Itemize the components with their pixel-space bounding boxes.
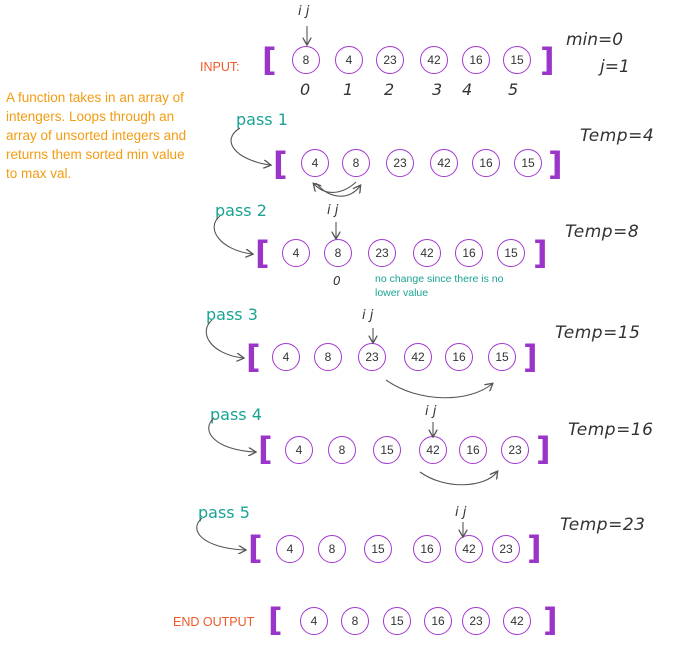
- pass-4-cell: 42: [419, 436, 447, 464]
- pass-2-cell: 4: [282, 239, 310, 267]
- pass-2-cell: 42: [413, 239, 441, 267]
- pass-4-cell: 8: [328, 436, 356, 464]
- pass-5-cell: 4: [276, 535, 304, 563]
- pass-3-cell: 16: [445, 343, 473, 371]
- pass-3-cell: 4: [272, 343, 300, 371]
- pass-1-cell: 15: [514, 149, 542, 177]
- pass-5-close-bracket: ]: [527, 529, 542, 567]
- min-note: min=0: [566, 30, 624, 50]
- pass-3-label: pass 3: [206, 305, 258, 324]
- pass-4-swap-arrow: [419, 472, 497, 486]
- pass-2-close-bracket: ]: [533, 234, 548, 272]
- pass-2-pointer-label: i j: [327, 203, 339, 218]
- pass-1-temp: Temp=4: [580, 126, 655, 146]
- output-cell: 15: [383, 607, 411, 635]
- pass-5-pointer-label: i j: [455, 505, 467, 520]
- pass-5-open-bracket: [: [248, 529, 263, 567]
- input-index: 4: [462, 80, 473, 99]
- input-index: 2: [384, 80, 395, 99]
- input-cell: 16: [462, 46, 490, 74]
- input-index: 3: [432, 80, 443, 99]
- pass-1-swap-arrow-back: [314, 181, 357, 193]
- j-note: j=1: [600, 57, 630, 77]
- output-cell: 8: [341, 607, 369, 635]
- pass-5-cell: 8: [318, 535, 346, 563]
- pass-4-pointer-label: i j: [425, 404, 437, 419]
- pass-4-cell: 4: [285, 436, 313, 464]
- pass-3-cell: 15: [488, 343, 516, 371]
- input-cell: 42: [420, 46, 448, 74]
- pass-4-cell: 23: [501, 436, 529, 464]
- end-output-label: END OUTPUT: [173, 615, 255, 629]
- input-pointer-label: i j: [298, 4, 310, 19]
- input-cell: 23: [376, 46, 404, 74]
- pass-5-cell: 42: [455, 535, 483, 563]
- pass-4-cell: 15: [373, 436, 401, 464]
- input-index: 5: [508, 80, 519, 99]
- pass-3-swap-arrow: [385, 379, 492, 399]
- pass-2-cell: 8: [324, 239, 352, 267]
- pass-2-temp: Temp=8: [565, 222, 640, 242]
- pass-5-label: pass 5: [198, 503, 250, 522]
- pass-2-index-mark: 0: [333, 274, 341, 288]
- pass-3-close-bracket: ]: [523, 338, 538, 376]
- pass-1-close-bracket: ]: [548, 145, 563, 183]
- output-cell: 4: [300, 607, 328, 635]
- pass-1-cell: 16: [472, 149, 500, 177]
- output-close-bracket: ]: [543, 601, 558, 639]
- pass-5-cell: 15: [364, 535, 392, 563]
- input-open-bracket: [: [262, 41, 277, 79]
- pass-4-close-bracket: ]: [536, 430, 551, 468]
- pass-3-cell: 42: [404, 343, 432, 371]
- input-cell: 15: [503, 46, 531, 74]
- pass-3-connector-arrow: [205, 319, 243, 358]
- pass-1-cell: 23: [386, 149, 414, 177]
- pass-1-label: pass 1: [236, 110, 288, 129]
- pass-5-connector-arrow: [196, 517, 245, 550]
- pass-1-cell: 4: [301, 149, 329, 177]
- pass-2-cell: 16: [455, 239, 483, 267]
- input-label: INPUT:: [200, 60, 240, 74]
- pass-2-open-bracket: [: [255, 234, 270, 272]
- input-index: 0: [300, 80, 311, 99]
- output-cell: 23: [462, 607, 490, 635]
- pass-1-cell: 8: [342, 149, 370, 177]
- pass-5-temp: Temp=23: [560, 515, 646, 535]
- pass-2-cell: 15: [497, 239, 525, 267]
- pass-2-label: pass 2: [215, 201, 267, 220]
- pass-3-cell: 23: [358, 343, 386, 371]
- input-index: 1: [343, 80, 354, 99]
- output-cell: 42: [503, 607, 531, 635]
- pass-1-open-bracket: [: [273, 145, 288, 183]
- pass-1-swap-arrow: [315, 182, 360, 197]
- pass-4-cell: 16: [459, 436, 487, 464]
- input-cell: 8: [292, 46, 320, 74]
- function-description: A function takes in an array of intenger…: [6, 90, 187, 181]
- input-cell: 4: [335, 46, 363, 74]
- pass-5-cell: 23: [492, 535, 520, 563]
- output-open-bracket: [: [268, 601, 283, 639]
- pass-3-pointer-label: i j: [362, 308, 374, 323]
- pass-4-label: pass 4: [210, 405, 262, 424]
- pass-4-temp: Temp=16: [568, 420, 654, 440]
- pass-2-connector-arrow: [213, 215, 252, 254]
- no-change-note: no change since there is no lower value: [375, 273, 504, 299]
- pass-1-cell: 42: [430, 149, 458, 177]
- pass-1-connector-arrow: [230, 127, 270, 165]
- input-close-bracket: ]: [540, 41, 555, 79]
- pass-2-cell: 23: [368, 239, 396, 267]
- pass-4-open-bracket: [: [258, 430, 273, 468]
- pass-5-cell: 16: [413, 535, 441, 563]
- output-cell: 16: [424, 607, 452, 635]
- pass-3-cell: 8: [314, 343, 342, 371]
- pass-3-open-bracket: [: [246, 338, 261, 376]
- pass-3-temp: Temp=15: [555, 323, 641, 343]
